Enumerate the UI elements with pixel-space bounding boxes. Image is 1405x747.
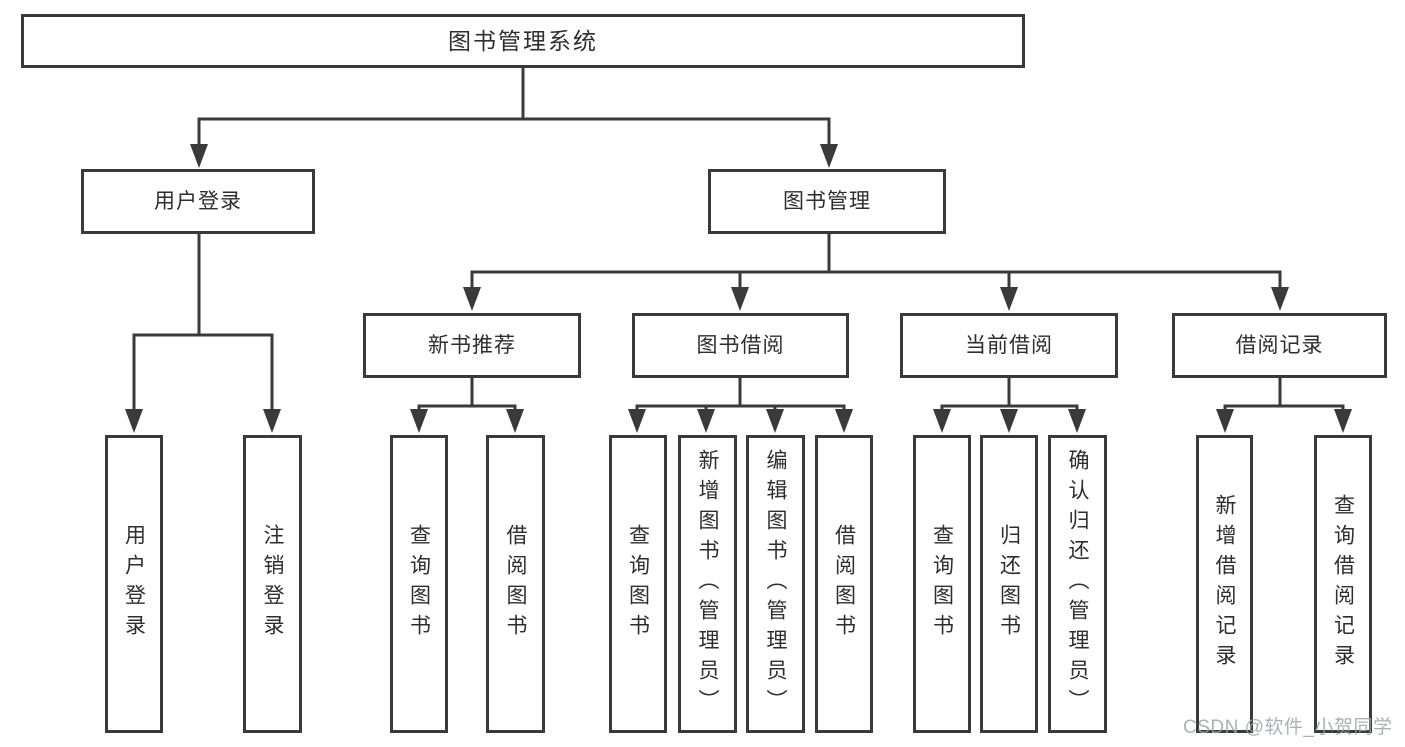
leaf-borrow-book: 借阅图书 (815, 435, 873, 733)
node-user-login: 用户登录 (81, 169, 315, 234)
node-book-management: 图书管理 (708, 169, 946, 234)
leaf-user-login: 用户登录 (105, 435, 163, 733)
node-borrowing-records: 借阅记录 (1172, 313, 1387, 378)
leaf-current-query-book: 查询图书 (913, 435, 971, 733)
leaf-recommend-borrow-book: 借阅图书 (486, 435, 545, 733)
node-new-book-recommendation: 新书推荐 (363, 313, 581, 378)
leaf-confirm-return-admin: 确认归还（管理员） (1048, 435, 1107, 733)
leaf-return-book: 归还图书 (980, 435, 1038, 733)
node-book-borrowing: 图书借阅 (632, 313, 849, 378)
leaf-add-borrow-record: 新增借阅记录 (1196, 435, 1253, 733)
leaf-edit-book-admin: 编辑图书（管理员） (746, 435, 805, 733)
csdn-watermark: CSDN @软件_小贺同学 (1183, 717, 1393, 738)
leaf-query-borrow-record: 查询借阅记录 (1314, 435, 1372, 733)
node-current-borrowing: 当前借阅 (900, 313, 1118, 378)
leaf-borrow-query-book: 查询图书 (609, 435, 667, 733)
leaf-add-book-admin: 新增图书（管理员） (678, 435, 737, 733)
leaf-recommend-query-book: 查询图书 (390, 435, 448, 733)
node-library-management-system: 图书管理系统 (21, 14, 1025, 68)
leaf-logout: 注销登录 (243, 435, 302, 733)
